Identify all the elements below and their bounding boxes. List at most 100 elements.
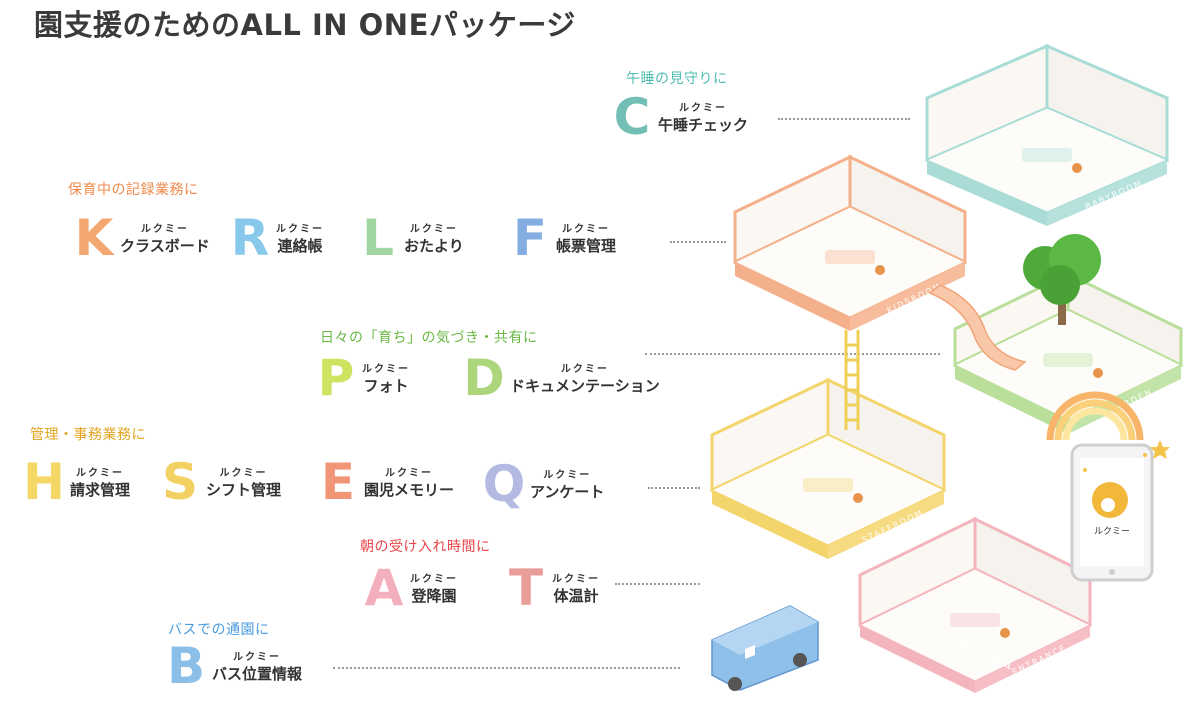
category-label-bus: バスでの通園に xyxy=(168,622,270,638)
product-name: 体温計 xyxy=(553,587,599,605)
brand-label: ルクミー xyxy=(140,224,189,235)
product-logo-icon: Q xyxy=(482,455,526,513)
product-logo-icon: T xyxy=(508,559,544,617)
category-label-records: 保育中の記録業務に xyxy=(68,182,199,198)
product-documentation[interactable]: D ルクミードキュメンテーション xyxy=(462,349,660,407)
product-name: 連絡帳 xyxy=(277,237,323,255)
product-logo-icon: P xyxy=(317,349,355,407)
product-logo-icon: R xyxy=(230,209,270,267)
connector-line xyxy=(615,583,700,585)
person-icon xyxy=(875,265,885,275)
product-name: おたより xyxy=(404,237,464,255)
product-logo-icon: E xyxy=(320,453,356,511)
product-name: バス位置情報 xyxy=(212,665,303,683)
room-base xyxy=(712,490,828,559)
room-staffroom: STAFFROOM xyxy=(710,377,946,559)
product-name: シフト管理 xyxy=(206,481,282,499)
product-name: アンケート xyxy=(530,483,605,501)
ladder-icon xyxy=(844,330,860,430)
product-classboard[interactable]: K ルクミークラスボード xyxy=(72,213,210,263)
product-survey[interactable]: Q ルクミーアンケート xyxy=(482,455,605,513)
product-name: 園児メモリー xyxy=(364,481,455,499)
brand-label: ルクミー xyxy=(276,224,324,235)
room-base xyxy=(975,625,1090,693)
connector-line xyxy=(670,241,726,243)
room-base xyxy=(850,262,965,331)
room-babyroom: BABYROOM xyxy=(925,43,1169,226)
star-icon xyxy=(1083,440,1170,472)
product-logo-icon: K xyxy=(74,209,114,267)
furniture-icon xyxy=(1022,148,1072,162)
brand-label: ルクミー xyxy=(560,364,609,375)
brand-label: ルクミー xyxy=(76,468,124,479)
product-logo-icon: C xyxy=(613,88,651,146)
person-icon xyxy=(1072,163,1082,173)
category-label-morning: 朝の受け入れ時間に xyxy=(360,539,491,555)
product-logo-icon: H xyxy=(23,453,65,511)
room-base xyxy=(828,490,944,559)
product-renrakucho[interactable]: R ルクミー連絡帳 xyxy=(228,213,324,263)
product-attendance[interactable]: A ルクミー登降園 xyxy=(362,563,458,613)
product-shift[interactable]: S ルクミーシフト管理 xyxy=(158,457,281,507)
product-name: 登降園 xyxy=(411,587,457,605)
person-icon xyxy=(1000,628,1010,638)
product-thermometer[interactable]: T ルクミー体温計 xyxy=(504,563,600,613)
category-label-growth: 日々の「育ち」の気づき・共有に xyxy=(320,330,538,346)
room-kidsroom: KIDSROOM xyxy=(733,154,967,331)
brand-label: ルクミー xyxy=(562,224,610,235)
rainbow-icon xyxy=(1046,391,1144,441)
person-icon xyxy=(853,493,863,503)
tablet-icon: ルクミー xyxy=(1070,443,1154,582)
product-photo[interactable]: P ルクミーフォト xyxy=(314,353,410,403)
furniture-icon xyxy=(825,250,875,264)
page-title: 園支援のためのALL IN ONEパッケージ xyxy=(34,8,576,42)
brand-label: ルクミー xyxy=(543,470,592,481)
product-bus-location[interactable]: B ルクミーバス位置情報 xyxy=(164,641,302,691)
furniture-icon xyxy=(1043,353,1093,367)
room-base xyxy=(1068,365,1181,434)
product-name: 請求管理 xyxy=(70,481,131,499)
connector-line xyxy=(648,487,700,489)
room-base xyxy=(927,160,1047,226)
room-base xyxy=(1047,160,1167,226)
product-billing[interactable]: H ルクミー請求管理 xyxy=(22,457,130,507)
tablet-logo-text: ルクミー xyxy=(1094,526,1130,537)
category-label-nap: 午睡の見守りに xyxy=(626,71,728,87)
room-entrance: ENTRANCE xyxy=(858,516,1092,693)
tree-icon xyxy=(1023,234,1101,325)
furniture-icon xyxy=(803,478,853,492)
furniture-icon xyxy=(950,613,1000,627)
brand-label: ルクミー xyxy=(409,224,458,235)
brand-label: ルクミー xyxy=(362,364,410,375)
brand-label: ルクミー xyxy=(679,103,727,114)
product-logo-icon: L xyxy=(362,209,394,267)
product-name: 帳票管理 xyxy=(556,237,617,255)
product-name: フォト xyxy=(363,377,409,395)
connector-line xyxy=(333,667,680,669)
product-nap-check[interactable]: C ルクミー午睡チェック xyxy=(610,92,748,142)
product-logo-icon: D xyxy=(463,349,505,407)
person-icon xyxy=(1093,368,1103,378)
connector-line xyxy=(645,353,940,355)
product-memory[interactable]: E ルクミー園児メモリー xyxy=(316,457,454,507)
brand-label: ルクミー xyxy=(233,652,281,663)
product-logo-icon: B xyxy=(166,637,206,695)
brand-label: ルクミー xyxy=(219,468,268,479)
product-logo-icon: F xyxy=(512,209,548,267)
product-name: 午睡チェック xyxy=(658,116,749,134)
slide-icon xyxy=(928,284,1027,371)
brand-label: ルクミー xyxy=(385,468,433,479)
product-name: クラスボード xyxy=(120,237,210,255)
room-base xyxy=(735,262,850,331)
bus-icon xyxy=(711,605,819,691)
room-base xyxy=(860,625,975,693)
brand-label: ルクミー xyxy=(552,574,600,585)
room-base xyxy=(955,365,1068,434)
brand-label: ルクミー xyxy=(410,574,458,585)
product-name: ドキュメンテーション xyxy=(510,377,660,395)
product-otayori[interactable]: L ルクミーおたより xyxy=(356,213,464,263)
category-label-admin: 管理・事務業務に xyxy=(30,427,146,443)
product-logo-icon: A xyxy=(364,559,404,617)
product-chohyo[interactable]: F ルクミー帳票管理 xyxy=(508,213,616,263)
